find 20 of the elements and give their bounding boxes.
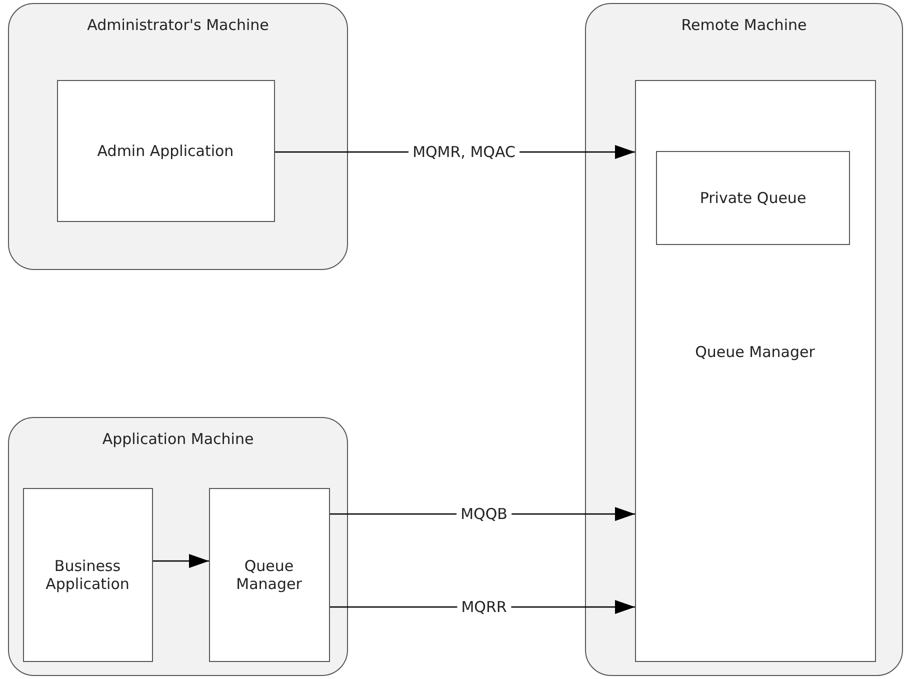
component-label: Queue Manager bbox=[694, 342, 816, 360]
container-title: Administrator's Machine bbox=[86, 16, 270, 34]
container-title: Application Machine bbox=[101, 430, 255, 448]
component-label: Private Queue bbox=[700, 189, 806, 207]
component-box bbox=[656, 151, 850, 245]
component-label: Business Application bbox=[44, 556, 130, 592]
edge-label: MQRR bbox=[457, 598, 511, 616]
component-box bbox=[208, 488, 330, 662]
arrow bbox=[153, 554, 209, 568]
component-box bbox=[56, 80, 274, 222]
machine-container bbox=[585, 3, 903, 676]
component-label: Admin Application bbox=[97, 142, 234, 160]
machine-container bbox=[8, 3, 348, 270]
machine-container bbox=[8, 417, 348, 676]
edge-label: MQQB bbox=[456, 505, 512, 523]
component-label: Queue Manager bbox=[235, 556, 303, 592]
component-box bbox=[22, 488, 152, 662]
container-title: Remote Machine bbox=[680, 16, 808, 34]
edge-label: MQMR, MQAC bbox=[408, 143, 520, 161]
component-box bbox=[634, 80, 876, 662]
